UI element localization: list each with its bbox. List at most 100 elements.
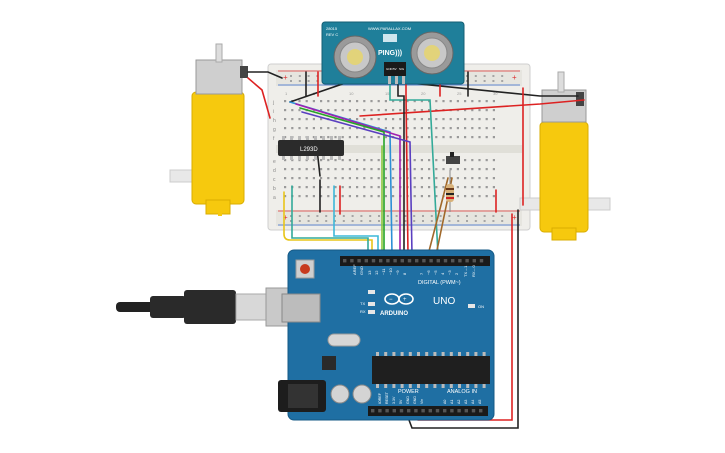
hole <box>414 409 418 413</box>
hole <box>428 136 431 139</box>
hole <box>474 215 477 217</box>
hole <box>334 186 337 189</box>
hole <box>290 75 292 77</box>
hole <box>399 118 402 121</box>
hole <box>435 100 438 103</box>
hole <box>428 409 432 413</box>
ic-label: L293D <box>300 147 318 153</box>
hole <box>435 109 438 112</box>
hole <box>400 259 404 263</box>
digital-pin-label: ~6 <box>426 270 431 275</box>
hole <box>413 215 416 217</box>
hole <box>483 75 486 77</box>
hole <box>483 220 486 222</box>
hole <box>356 159 359 162</box>
hole <box>334 136 337 139</box>
hole <box>316 215 319 217</box>
hole <box>377 118 380 121</box>
hole <box>471 195 474 198</box>
hole <box>449 177 452 180</box>
hole <box>501 220 504 222</box>
hole <box>298 80 301 82</box>
hole <box>439 220 442 222</box>
hole <box>435 136 438 139</box>
hole <box>448 220 451 222</box>
hole <box>392 352 396 356</box>
arduino-brand: ARDUINO <box>380 311 408 317</box>
hole <box>341 127 344 130</box>
hole <box>360 220 363 222</box>
hole <box>356 109 359 112</box>
hole <box>464 177 467 180</box>
hole <box>492 220 495 222</box>
hole <box>384 352 388 356</box>
hole <box>312 118 315 121</box>
hole <box>407 259 412 263</box>
analog-pin-label: A1 <box>450 400 454 404</box>
hole <box>370 159 373 162</box>
hole <box>327 100 330 103</box>
hole <box>327 186 330 189</box>
hole <box>370 100 373 103</box>
hole <box>420 118 423 121</box>
column-number: 10 <box>349 91 354 96</box>
hole <box>378 215 380 217</box>
hole <box>371 409 375 413</box>
hole <box>464 100 467 103</box>
hole <box>435 195 438 198</box>
hole <box>471 136 474 139</box>
hole <box>492 136 495 139</box>
hole <box>363 100 366 103</box>
hole <box>298 195 301 198</box>
hole <box>348 100 351 103</box>
tx-label: TX <box>360 301 365 306</box>
hole <box>417 384 420 388</box>
hole <box>485 186 488 189</box>
plus-sign: + <box>512 213 517 222</box>
hole <box>363 177 366 180</box>
hole <box>363 195 366 198</box>
hole <box>474 80 477 82</box>
hole <box>485 136 488 139</box>
ic-pins <box>282 136 341 160</box>
hole <box>284 118 287 121</box>
hole <box>413 168 416 171</box>
hole <box>466 220 468 222</box>
hole <box>384 127 387 130</box>
hole <box>334 118 337 121</box>
hole <box>457 220 460 222</box>
hole <box>312 127 315 130</box>
hole <box>464 127 467 130</box>
hole <box>377 186 380 189</box>
hole <box>343 259 347 263</box>
hole <box>420 100 423 103</box>
hole <box>492 159 495 162</box>
hole <box>369 220 372 222</box>
hole <box>492 127 495 130</box>
hole <box>465 259 469 263</box>
hole <box>392 118 395 121</box>
hole <box>420 177 423 180</box>
hole <box>474 75 477 77</box>
digital-pin-label: RX←0 <box>471 264 476 277</box>
hole <box>478 168 481 171</box>
hole <box>348 136 351 139</box>
analog-pin-label: A0 <box>443 400 447 404</box>
hole <box>420 159 423 162</box>
analog-pin-label: A5 <box>478 400 482 404</box>
hole <box>348 177 351 180</box>
hole <box>334 159 337 162</box>
reset-button-cap[interactable] <box>300 264 310 274</box>
hole <box>485 118 488 121</box>
hole <box>298 177 301 180</box>
hole <box>413 127 416 130</box>
hole <box>449 352 453 356</box>
sensor-pin-label: GND <box>386 67 394 71</box>
hole <box>492 80 495 82</box>
hole <box>305 186 308 189</box>
hole <box>435 409 440 413</box>
hole <box>341 159 344 162</box>
hole <box>392 409 396 413</box>
hole <box>413 109 416 112</box>
